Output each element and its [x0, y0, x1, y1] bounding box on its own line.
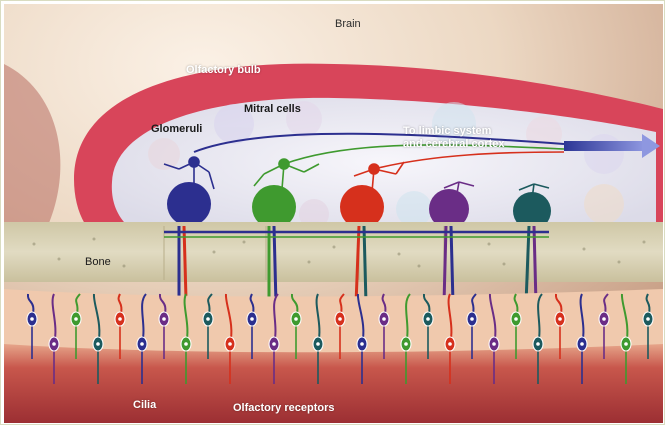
receptor-nucleus — [162, 317, 166, 321]
label-bone: Bone — [85, 256, 111, 268]
olfactory-system-illustration — [4, 4, 663, 423]
receptor-nucleus — [338, 317, 342, 321]
receptor-nucleus — [96, 342, 100, 346]
receptor-nucleus — [558, 317, 562, 321]
receptor-nucleus — [272, 342, 276, 346]
receptor-nucleus — [404, 342, 408, 346]
receptor-nucleus — [448, 342, 452, 346]
label-brain: Brain — [335, 18, 361, 30]
limbic-arrow-shaft — [564, 141, 644, 151]
receptor-nucleus — [536, 342, 540, 346]
receptor-nucleus — [602, 317, 606, 321]
receptor-nucleus — [74, 317, 78, 321]
label-limbic-line1: To limbic system — [403, 125, 491, 137]
receptor-nucleus — [382, 317, 386, 321]
receptor-nucleus — [360, 342, 364, 346]
receptor-nucleus — [470, 317, 474, 321]
receptor-nucleus — [52, 342, 56, 346]
label-olfactory-receptors: Olfactory receptors — [233, 402, 334, 414]
receptor-nucleus — [294, 317, 298, 321]
receptor-nucleus — [184, 342, 188, 346]
receptor-nucleus — [426, 317, 430, 321]
label-limbic-line2: and cerebral cortex — [403, 138, 505, 150]
label-cilia: Cilia — [133, 399, 156, 411]
receptor-nucleus — [580, 342, 584, 346]
label-olfactory-bulb: Olfactory bulb — [186, 64, 261, 76]
receptor-nucleus — [624, 342, 628, 346]
label-mitral-cells: Mitral cells — [244, 103, 301, 115]
receptor-nucleus — [118, 317, 122, 321]
receptor-nucleus — [30, 317, 34, 321]
label-glomeruli: Glomeruli — [151, 123, 202, 135]
receptor-nucleus — [492, 342, 496, 346]
receptor-nucleus — [228, 342, 232, 346]
receptor-nucleus — [250, 317, 254, 321]
receptor-nucleus — [140, 342, 144, 346]
receptor-nucleus — [646, 317, 650, 321]
receptor-nucleus — [316, 342, 320, 346]
receptor-nucleus — [514, 317, 518, 321]
receptor-nucleus — [206, 317, 210, 321]
